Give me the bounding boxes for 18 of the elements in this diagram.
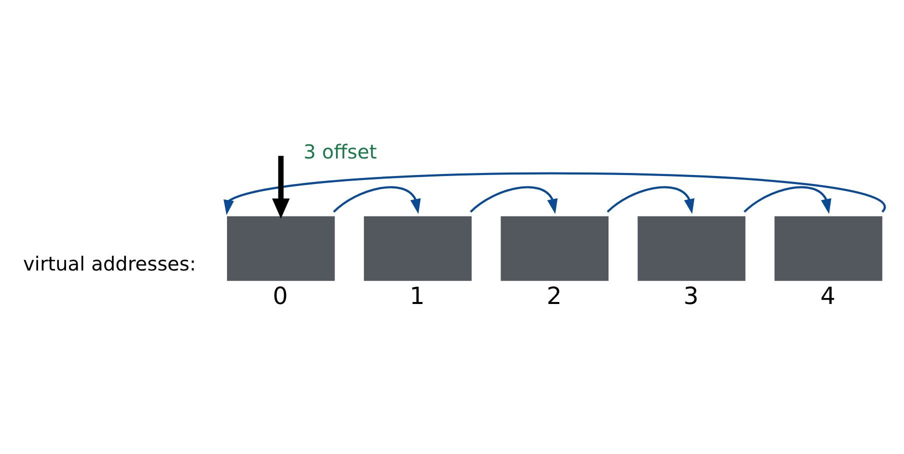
label: 3 offset — [304, 140, 377, 164]
node-box — [500, 216, 609, 281]
node-box — [638, 216, 746, 281]
node-label: 2 — [546, 282, 562, 310]
arrow — [224, 172, 884, 216]
node-box — [227, 216, 335, 281]
arrow — [272, 156, 290, 219]
arrow — [744, 186, 832, 214]
label: virtual addresses: — [23, 252, 196, 276]
arrow — [470, 186, 558, 214]
node-label: 0 — [272, 282, 288, 310]
node-box — [774, 216, 882, 281]
node-box — [364, 216, 472, 281]
node-label: 1 — [410, 282, 425, 310]
node-label: 4 — [820, 282, 836, 310]
arrow — [333, 186, 421, 214]
node-label: 3 — [683, 282, 699, 310]
arrow — [606, 186, 694, 214]
